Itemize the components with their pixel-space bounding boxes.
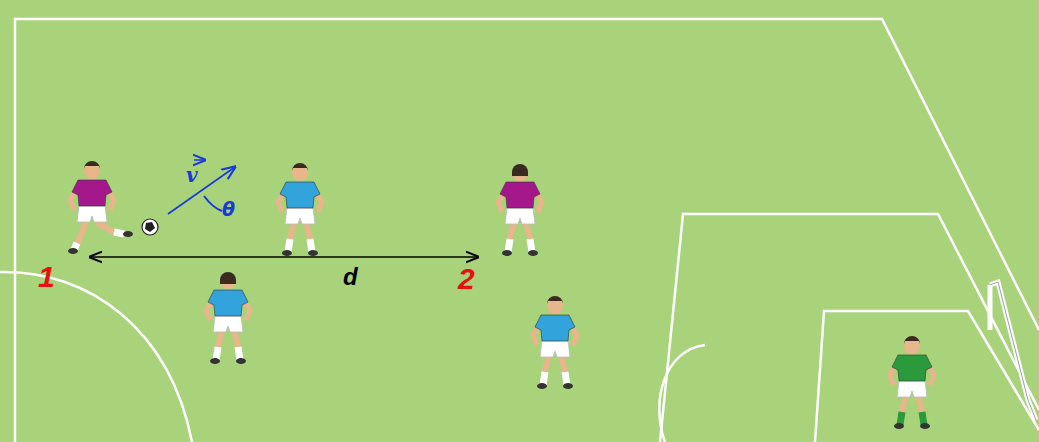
player-figure xyxy=(498,164,542,256)
illustration-ellipse xyxy=(920,423,930,429)
illustration-path xyxy=(280,182,320,208)
goal-box xyxy=(815,311,1039,442)
player-figure xyxy=(278,163,322,256)
illustration-path xyxy=(508,222,514,252)
illustration-ellipse xyxy=(210,358,220,364)
illustration-path xyxy=(238,347,240,360)
player-figure xyxy=(68,161,133,254)
illustration-path xyxy=(306,222,312,252)
illustration-ellipse xyxy=(68,248,78,254)
illustration-path xyxy=(543,372,545,385)
illustration-path xyxy=(900,395,906,425)
illustration-path xyxy=(900,412,902,425)
illustration-path xyxy=(310,239,312,252)
penalty-box xyxy=(660,214,1039,442)
illustration-path xyxy=(288,239,290,252)
illustration-path xyxy=(505,208,535,224)
illustration-path xyxy=(512,164,528,176)
illustration-path xyxy=(922,412,924,425)
illustration-path xyxy=(530,239,532,252)
illustration-path xyxy=(897,381,927,397)
illustration-path xyxy=(904,336,920,344)
illustration-path xyxy=(84,161,100,169)
illustration-circle xyxy=(512,165,528,181)
illustration-path xyxy=(77,206,107,222)
illustration-path xyxy=(540,341,570,357)
illustration-path xyxy=(543,355,549,385)
distance-label: d xyxy=(343,265,358,289)
illustration-ellipse xyxy=(236,358,246,364)
callout-number: 2 xyxy=(458,264,475,294)
ball xyxy=(142,219,158,235)
illustration-path xyxy=(500,182,540,208)
player-figure xyxy=(206,272,250,364)
illustration-path xyxy=(114,232,124,234)
centre-circle xyxy=(0,272,192,442)
illustration-path xyxy=(918,395,924,425)
illustration-path xyxy=(988,285,993,330)
player-figure xyxy=(533,296,577,389)
illustration-path xyxy=(565,372,567,385)
illustration-path xyxy=(208,290,248,316)
illustration-ellipse xyxy=(123,231,133,237)
illustration-path xyxy=(535,315,575,341)
vector-bar xyxy=(194,159,205,161)
illustration-path xyxy=(288,222,294,252)
illustration-path xyxy=(216,347,218,360)
illustration-path xyxy=(216,330,222,360)
illustration-path xyxy=(508,239,510,252)
illustration-path xyxy=(213,316,243,332)
illustration-circle xyxy=(220,273,236,289)
illustration-path xyxy=(547,296,563,304)
illustration-ellipse xyxy=(282,250,292,256)
illustration-ellipse xyxy=(537,383,547,389)
illustration-path xyxy=(990,282,1036,420)
goal-post xyxy=(990,282,1036,420)
illustration-path xyxy=(74,222,86,250)
illustration-path xyxy=(892,355,932,381)
illustration-ellipse xyxy=(563,383,573,389)
illustration-path xyxy=(285,208,315,224)
touch-line xyxy=(15,19,1039,442)
illustration-ellipse xyxy=(502,250,512,256)
illustration-ellipse xyxy=(528,250,538,256)
penalty-arc xyxy=(659,345,705,442)
illustration-path xyxy=(561,355,567,385)
illustration-path xyxy=(96,222,126,234)
pitch-lines xyxy=(0,19,1039,442)
velocity-symbol: v xyxy=(186,165,198,185)
players xyxy=(68,161,934,429)
illustration-path xyxy=(526,222,532,252)
angle-symbol: θ xyxy=(222,200,235,219)
illustration-path xyxy=(72,180,112,206)
illustration-circle xyxy=(142,219,158,235)
illustration-ellipse xyxy=(894,423,904,429)
illustration-path xyxy=(234,330,240,360)
player-figure xyxy=(890,336,934,429)
distance-line xyxy=(90,256,478,258)
illustration-ellipse xyxy=(308,250,318,256)
illustration-path xyxy=(292,163,308,171)
callout-number: 1 xyxy=(38,262,55,292)
illustration-path xyxy=(990,282,1036,420)
illustration-path xyxy=(220,272,236,284)
angle-arc xyxy=(204,196,222,211)
illustration-path xyxy=(145,222,155,232)
